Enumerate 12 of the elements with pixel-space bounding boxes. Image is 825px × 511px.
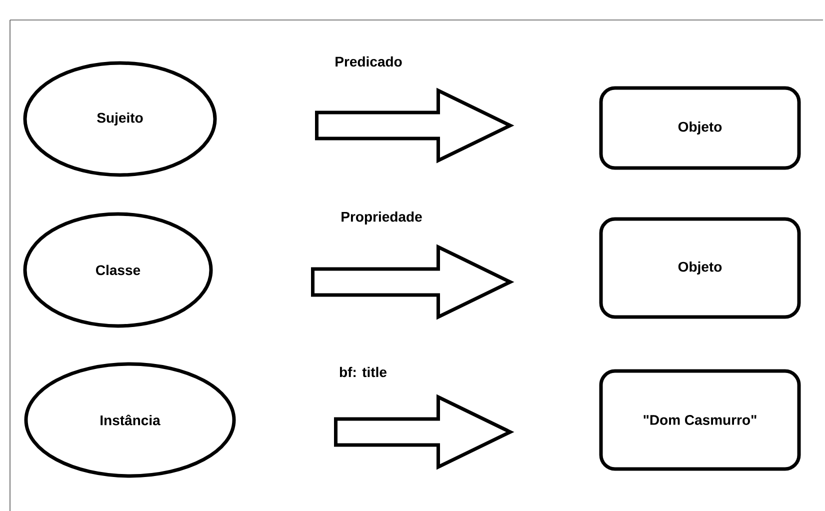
rounded-box: "Dom Casmurro"	[599, 369, 801, 471]
block-arrow	[311, 244, 514, 320]
block-arrow	[334, 394, 514, 470]
edge-label: Predicado	[336, 56, 402, 67]
block-arrow	[315, 88, 514, 164]
rounded-box: Objeto	[599, 86, 801, 170]
ellipse-node: Instância	[24, 362, 236, 478]
ellipse-node: Sujeito	[23, 61, 217, 177]
edge-label: Propriedade	[342, 211, 422, 225]
edge-label: bf: title	[340, 366, 386, 378]
rounded-box: Objeto	[599, 217, 801, 319]
ellipse-node: Classe	[23, 212, 213, 328]
